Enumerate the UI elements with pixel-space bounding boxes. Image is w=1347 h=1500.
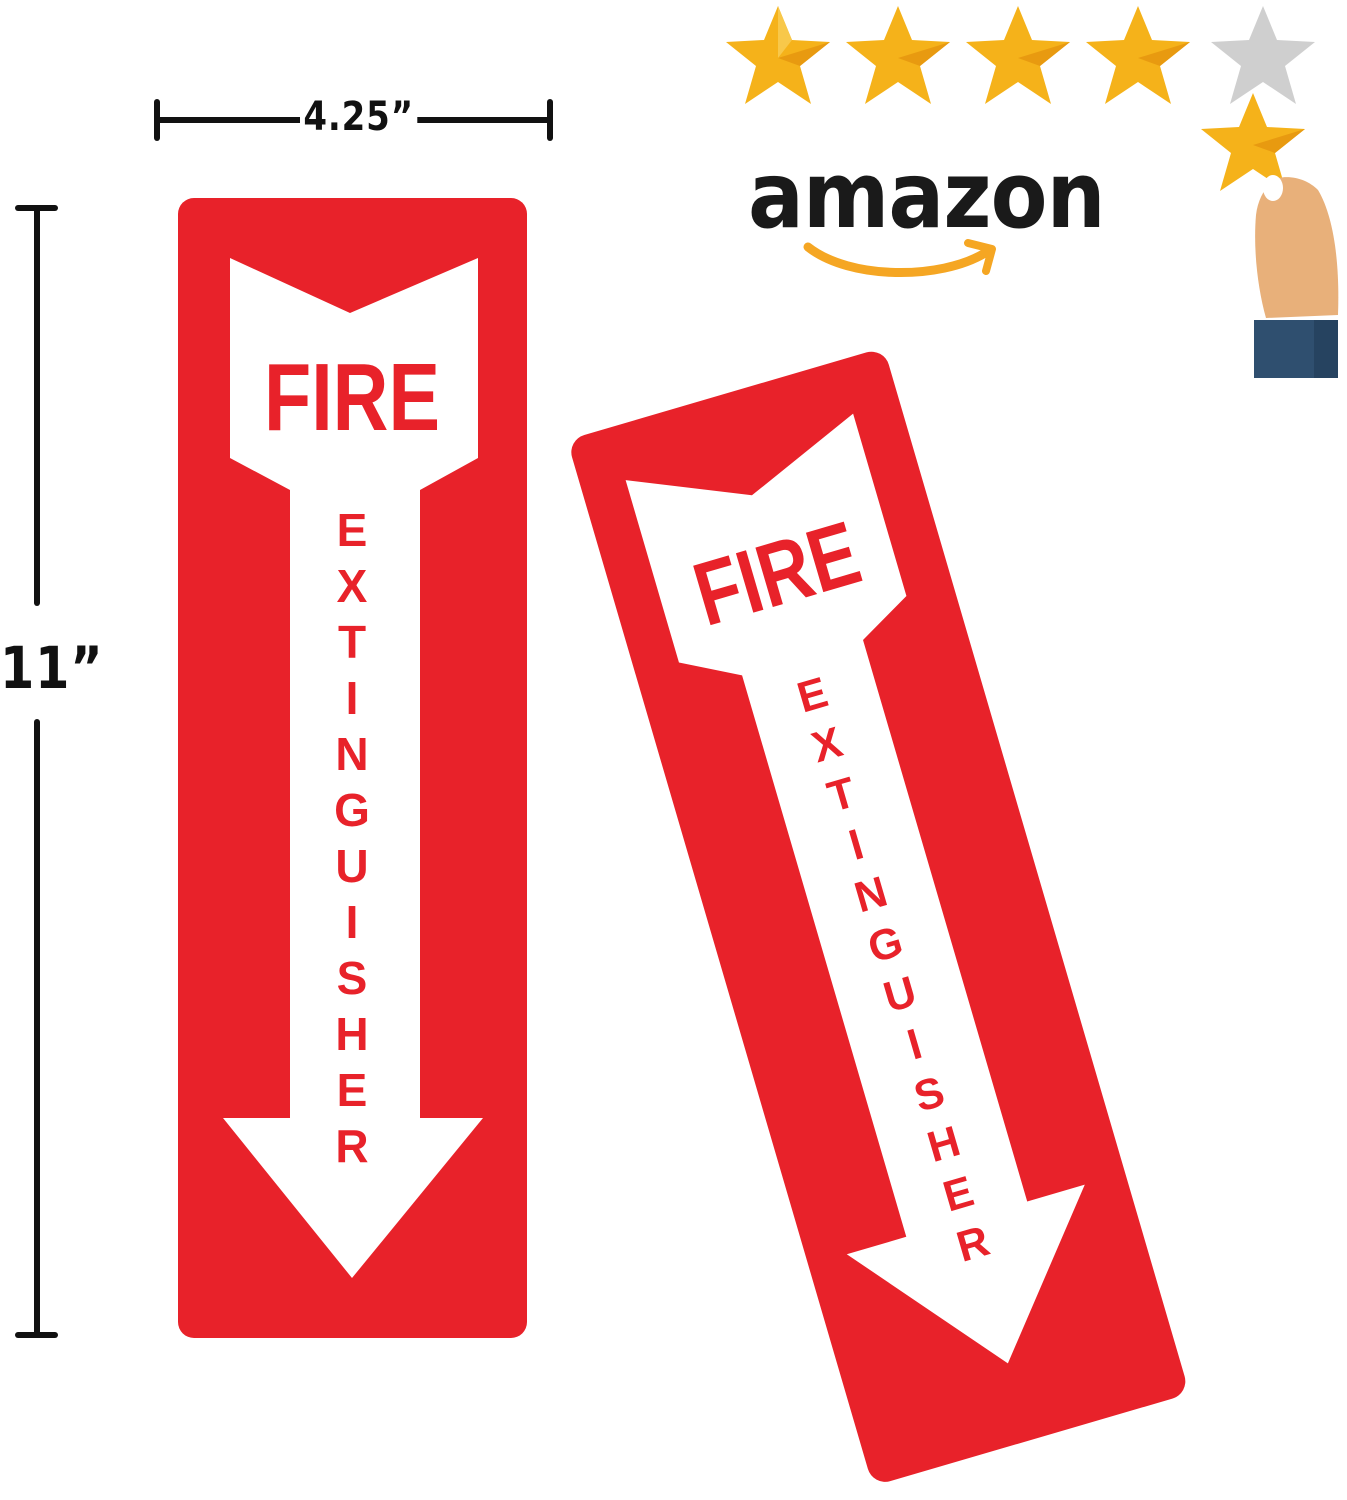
arrow-down-icon bbox=[625, 413, 1085, 1364]
svg-text:U: U bbox=[335, 840, 368, 892]
svg-text:S: S bbox=[337, 952, 368, 1004]
svg-text:E: E bbox=[337, 504, 368, 556]
svg-text:N: N bbox=[335, 728, 368, 780]
sign-subtitle-extinguisher: E X T I N G U I S H E R bbox=[334, 504, 370, 1172]
sign-title-fire: FIRE bbox=[264, 344, 440, 451]
amazon-smile-icon bbox=[803, 239, 996, 277]
star-filled-icon bbox=[846, 6, 950, 104]
star-filled-icon bbox=[1086, 6, 1190, 104]
height-dimension-label: 11” bbox=[0, 634, 104, 702]
svg-text:G: G bbox=[334, 784, 370, 836]
svg-text:R: R bbox=[335, 1120, 368, 1172]
star-held-icon bbox=[1201, 93, 1305, 191]
svg-text:T: T bbox=[338, 616, 366, 668]
svg-text:X: X bbox=[337, 560, 368, 612]
star-rating bbox=[726, 6, 1339, 378]
hand-icon bbox=[1254, 175, 1339, 378]
svg-text:I: I bbox=[346, 672, 359, 724]
star-filled-icon bbox=[726, 6, 830, 104]
star-filled-icon bbox=[966, 6, 1070, 104]
width-dimension-label: 4.25” bbox=[300, 97, 418, 137]
star-empty-icon bbox=[1211, 6, 1315, 104]
fire-extinguisher-sign-upright: FIRE E X T I N G U I S H E R bbox=[178, 198, 527, 1338]
svg-text:E: E bbox=[337, 1064, 368, 1116]
svg-text:I: I bbox=[346, 896, 359, 948]
svg-text:H: H bbox=[335, 1008, 368, 1060]
amazon-logo-text: amazon bbox=[748, 142, 1106, 249]
arrow-down-icon bbox=[223, 258, 483, 1278]
